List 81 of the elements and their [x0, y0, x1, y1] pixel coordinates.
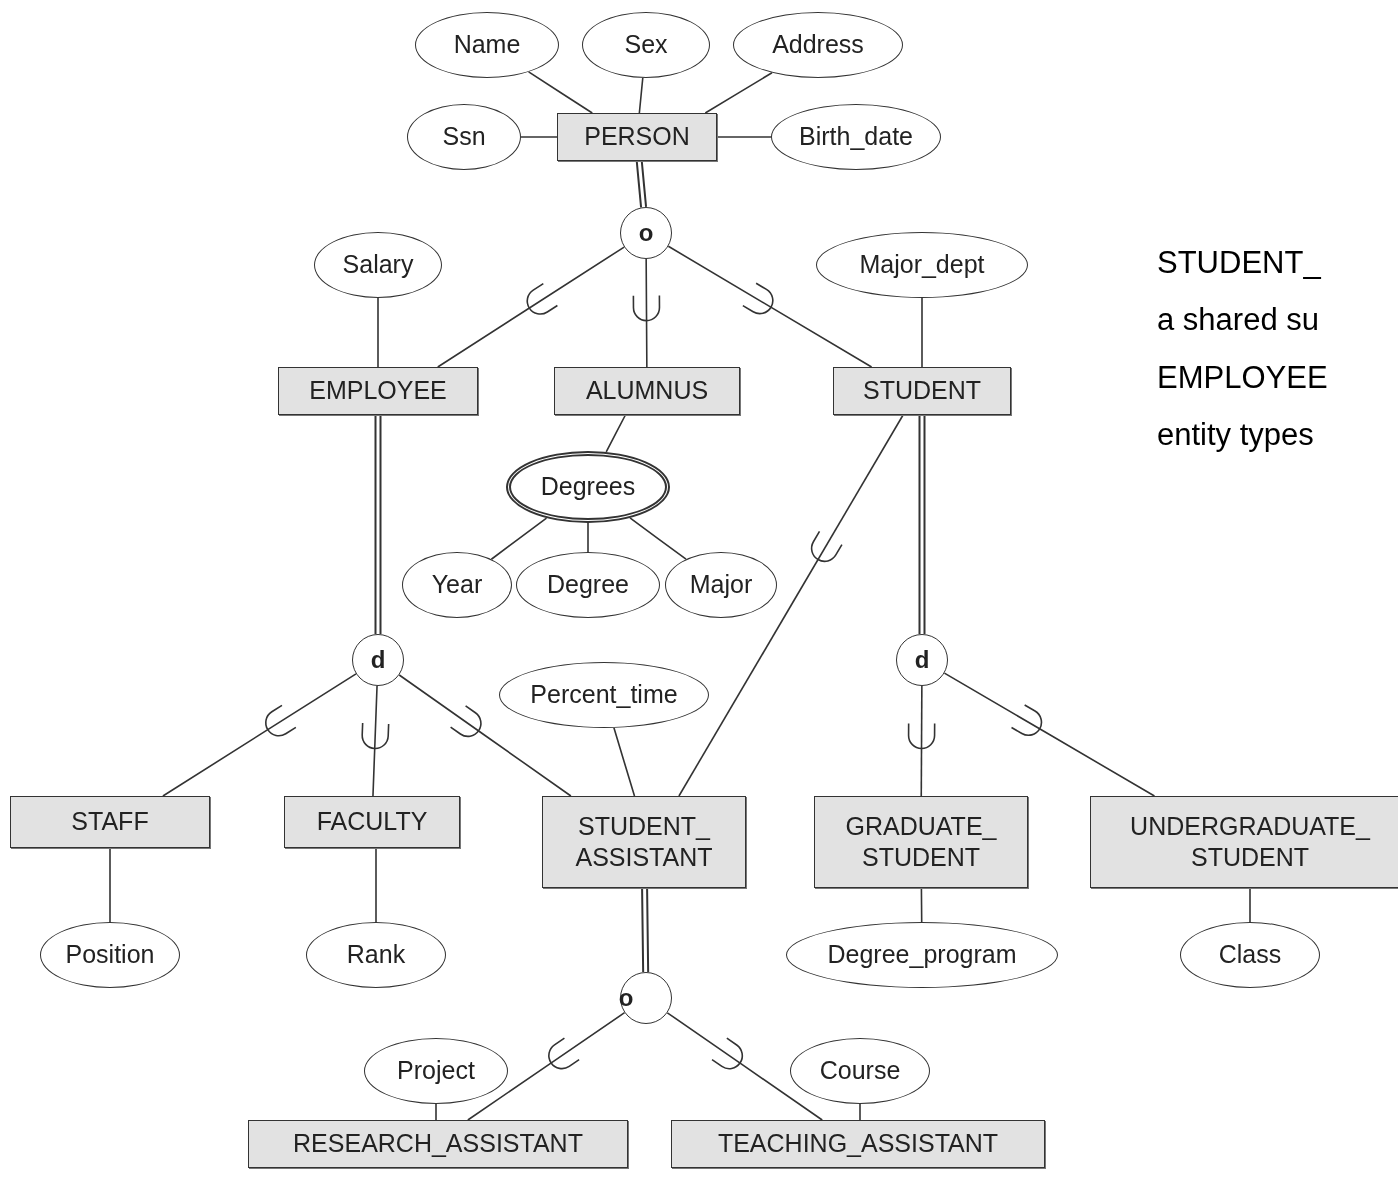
specialization-symbol: d [913, 645, 931, 675]
entity-name: STUDENT_ ASSISTANT [574, 810, 714, 873]
attribute-name: Position [64, 939, 156, 971]
connector-line [435, 1103, 437, 1121]
attribute-name: Ssn [441, 121, 487, 153]
connector-line [704, 71, 773, 114]
double-line [374, 415, 382, 634]
entity-box [284, 796, 460, 848]
attribute-name: Major [688, 569, 754, 601]
specialization-circle [352, 634, 404, 686]
attribute-name: Degree_program [826, 939, 1018, 971]
entity-name: FACULTY [315, 806, 429, 838]
connector-line [109, 847, 111, 923]
attribute-name: Project [396, 1055, 476, 1087]
entity-name: STAFF [70, 806, 150, 838]
specialization-circle [896, 634, 948, 686]
attribute-name: Birth_date [798, 121, 914, 153]
attribute-name: Percent_time [529, 679, 679, 711]
note-text: STUDENT_ [1157, 245, 1321, 281]
entity-name: TEACHING_ASSISTANT [716, 1128, 1000, 1160]
connector-line [162, 673, 357, 797]
specialization-circle [620, 207, 672, 259]
entity-name: RESEARCH_ASSISTANT [292, 1128, 584, 1160]
double-line [918, 415, 926, 634]
connector-line [920, 887, 923, 923]
connector-line [678, 414, 904, 797]
specialization-symbol: o [617, 983, 635, 1013]
connector-line [1249, 887, 1251, 923]
note-text: entity types [1157, 417, 1314, 453]
entity-box [248, 1120, 628, 1168]
attribute-name: Salary [341, 249, 415, 281]
connector-line [587, 522, 589, 553]
attribute-name: Course [818, 1055, 902, 1087]
attribute-name: Degree [546, 569, 630, 601]
specialization-symbol: d [369, 645, 387, 675]
attribute-name: Name [452, 29, 522, 61]
connector-line [375, 847, 377, 923]
entity-name: GRADUATE_ STUDENT [844, 810, 998, 873]
connector-line [398, 674, 572, 797]
entity-box [833, 367, 1011, 415]
entity-box [10, 796, 210, 848]
entity-box [542, 796, 746, 888]
entity-box [557, 113, 717, 161]
entity-name: UNDERGRADUATE_ STUDENT [1129, 810, 1372, 873]
specialization-circle [620, 972, 672, 1024]
connector-line [605, 414, 627, 453]
connector-line [859, 1103, 861, 1121]
entity-box [671, 1120, 1045, 1168]
connector-line [920, 685, 923, 797]
connector-line [921, 297, 923, 368]
connector-line [377, 297, 379, 368]
connector-line [436, 246, 625, 368]
attribute-name: Degrees [539, 471, 637, 503]
attribute-name: Address [771, 29, 865, 61]
entity-name: PERSON [583, 121, 691, 153]
connector-line [645, 258, 648, 368]
attribute-name: Rank [345, 939, 407, 971]
connector-line [716, 136, 772, 138]
attribute-name: Major_dept [858, 249, 986, 281]
connector-line [520, 136, 558, 138]
connector-line [613, 727, 636, 797]
entity-name: EMPLOYEE [308, 375, 448, 407]
attribute-name: Sex [623, 29, 669, 61]
connector-line [667, 245, 873, 368]
connector-line [372, 685, 378, 797]
entity-box [554, 367, 740, 415]
attribute-name: Year [430, 569, 484, 601]
connector-line [527, 71, 594, 114]
entity-box [278, 367, 478, 415]
specialization-symbol: o [637, 218, 655, 248]
double-line [635, 160, 648, 208]
entity-name: ALUMNUS [584, 375, 710, 407]
connector-line [638, 77, 644, 114]
double-line [641, 887, 650, 973]
note-text: a shared su [1157, 302, 1319, 338]
entity-name: STUDENT [861, 375, 983, 407]
connector-line [943, 672, 1156, 797]
attribute-name: Class [1217, 939, 1283, 971]
note-text: EMPLOYEE [1157, 360, 1328, 396]
entity-box [1090, 796, 1398, 888]
entity-box [814, 796, 1028, 888]
